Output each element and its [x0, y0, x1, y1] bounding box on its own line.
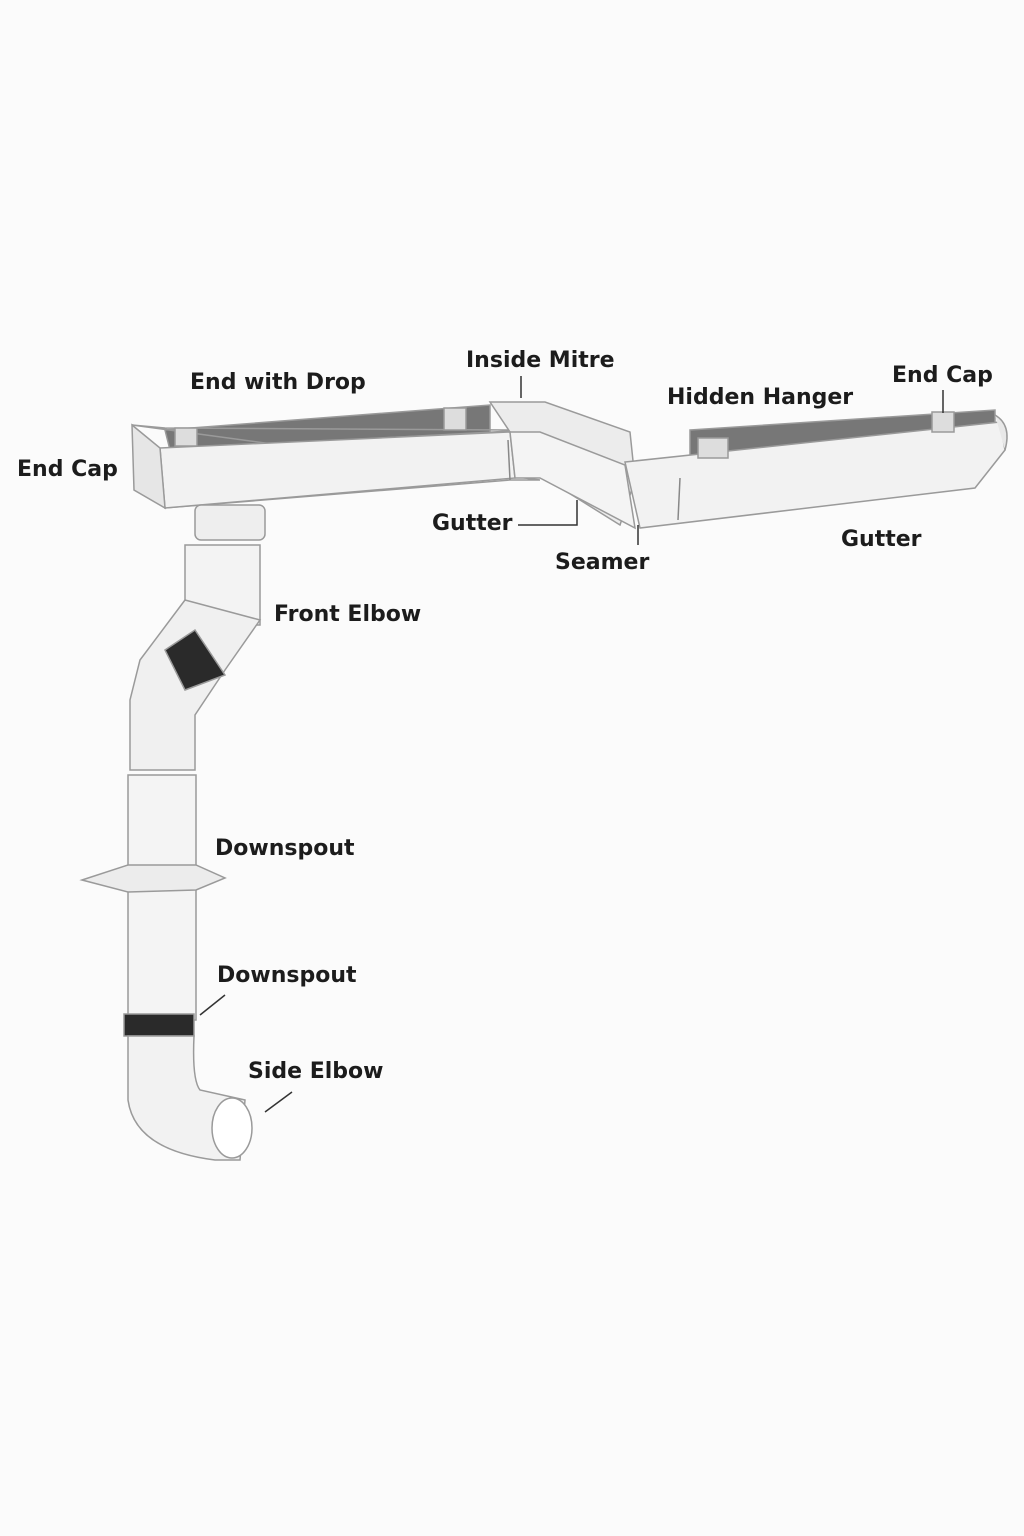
hidden-hanger	[697, 437, 729, 459]
label-downspout-lower: Downspout	[217, 963, 357, 988]
downspout-bracket	[79, 864, 227, 893]
label-end-cap-left: End Cap	[17, 457, 118, 482]
side-elbow-opening	[211, 1097, 253, 1159]
front-elbow-band	[164, 628, 227, 691]
downspout-band	[123, 1013, 195, 1037]
seamer	[677, 477, 681, 521]
seam-left	[507, 439, 511, 481]
label-side-elbow: Side Elbow	[248, 1059, 384, 1084]
hidden-hanger	[174, 427, 198, 447]
left-end-cap	[131, 423, 166, 510]
label-gutter-left: Gutter	[432, 511, 513, 536]
inside-mitre-front	[509, 431, 636, 530]
label-gutter-right: Gutter	[841, 527, 922, 552]
drop-outlet	[194, 504, 266, 541]
leader-downspout-lower	[199, 994, 226, 1016]
hidden-hanger	[443, 407, 467, 431]
label-hidden-hanger: Hidden Hanger	[667, 385, 854, 410]
right-end-cap	[994, 414, 1008, 451]
label-end-with-drop: End with Drop	[190, 370, 366, 395]
label-end-cap-right: End Cap	[892, 363, 993, 388]
label-front-elbow: Front Elbow	[274, 602, 422, 627]
label-downspout-upper: Downspout	[215, 836, 355, 861]
label-seamer: Seamer	[555, 550, 650, 575]
label-inside-mitre: Inside Mitre	[466, 348, 615, 373]
downspout-upper	[127, 774, 197, 1021]
hidden-hanger	[931, 411, 955, 433]
leader-gutter-left	[518, 500, 578, 526]
leader-side-elbow	[264, 1091, 293, 1113]
